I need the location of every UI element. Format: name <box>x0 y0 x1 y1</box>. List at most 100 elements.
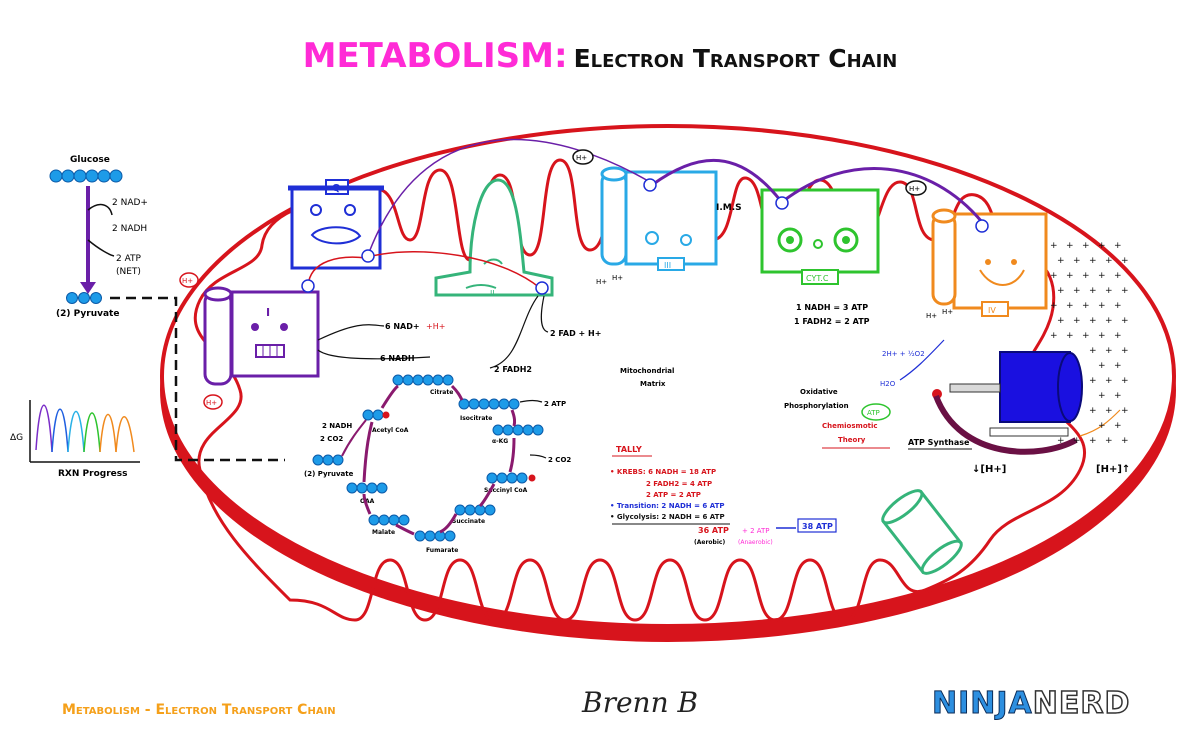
isocitrate-label: Isocitrate <box>460 415 492 422</box>
proton-plus: + <box>1057 286 1065 296</box>
chemiosmotic-line2: Theory <box>838 436 866 444</box>
proton-plus: + <box>1105 376 1113 386</box>
pyruvate-label: (2) Pyruvate <box>56 309 119 319</box>
proton-plus: + <box>1121 406 1129 416</box>
proton-plus: + <box>1057 436 1065 446</box>
tally-plus-atp: + 2 ATP <box>742 527 770 535</box>
proton-plus: + <box>1082 271 1090 281</box>
glyco-nadh: 2 NADH <box>112 224 147 234</box>
complex-i <box>203 286 320 386</box>
fumarate-molecule <box>414 530 456 542</box>
krebs-cycle-arrows <box>362 384 517 536</box>
glycolysis-arrowhead <box>80 282 96 294</box>
oaa-molecule <box>346 482 388 494</box>
two-fadh2-label: 2 FADH2 <box>494 365 532 374</box>
fadh-to-complex-ii-arrow <box>489 295 539 369</box>
cytc-label: CYT.C <box>806 274 829 283</box>
two-co2-label-b: 2 CO2 <box>548 456 571 464</box>
two-atp-label: 2 ATP <box>544 400 566 408</box>
proton-plus: + <box>1057 316 1065 326</box>
brand-nerd: NERD <box>1032 685 1131 722</box>
proton-plus: + <box>1105 316 1113 326</box>
complex-i-label: I <box>266 306 270 319</box>
succinyl-molecule <box>486 472 528 484</box>
h2o-label: H2O <box>880 380 896 388</box>
proton-plus: + <box>1089 286 1097 296</box>
proton-plus: + <box>1073 286 1081 296</box>
title-sub: Electron Transport Chain <box>573 44 898 73</box>
q-label: Q <box>332 183 341 194</box>
proton-plus: + <box>1089 316 1097 326</box>
proton-plus: + <box>1098 421 1106 431</box>
proton-plus: + <box>1114 271 1122 281</box>
proton-plus: + <box>1066 241 1074 251</box>
oxphos-atp: ATP <box>867 409 880 417</box>
h-plus-red-label: +H+ <box>426 322 445 331</box>
tally-anaerobic: (Anaerobic) <box>738 539 773 546</box>
proton-plus: + <box>1057 256 1065 266</box>
porin-channel <box>881 489 963 575</box>
malate-label: Malate <box>372 529 395 536</box>
acetyl-coa-molecule <box>362 409 384 421</box>
proton-plus: + <box>1050 301 1058 311</box>
atp-synthase-label: ATP Synthase <box>908 438 970 447</box>
proton-plus: + <box>1105 436 1113 446</box>
proton-plus: + <box>1121 436 1129 446</box>
ims-label: I.M.S <box>716 203 742 213</box>
proton-plus: + <box>1121 346 1129 356</box>
isocitrate-molecule <box>458 398 520 410</box>
proton-plus: + <box>1114 421 1122 431</box>
proton-plus: + <box>1066 301 1074 311</box>
oxphos-line1: Oxidative <box>800 388 838 396</box>
proton-plus: + <box>1121 316 1129 326</box>
glyco-nad-plus: 2 NAD+ <box>112 198 148 208</box>
proton-plus: + <box>1098 391 1106 401</box>
proton-plus: + <box>1089 376 1097 386</box>
oxphos-line2: Phosphorylation <box>784 402 849 410</box>
glucose-molecule <box>49 169 123 183</box>
tally-transition: • Transition: 2 NADH = 6 ATP <box>610 502 725 510</box>
two-nadh-label: 2 NADH <box>322 422 352 430</box>
proton-plus: + <box>1073 436 1081 446</box>
tally-krebs-fadh: 2 FADH2 = 4 ATP <box>646 480 712 488</box>
succinate-label: Succinate <box>452 518 485 525</box>
matrix-label-2: Matrix <box>640 380 666 388</box>
proton-plus: + <box>1073 256 1081 266</box>
matrix-label-1: Mitochondrial <box>620 367 674 375</box>
proton-plus: + <box>1050 271 1058 281</box>
chemiosmotic-line1: Chemiosmotic <box>822 422 878 430</box>
electron-flow-top <box>369 138 651 251</box>
proton-plus: + <box>1105 346 1113 356</box>
proton-plus: + <box>1089 256 1097 266</box>
pyruvate-matrix-molecule <box>312 454 344 466</box>
glucose-label: Glucose <box>70 155 110 165</box>
co2-out-arrow <box>529 454 547 459</box>
tally-aerobic: (Aerobic) <box>694 539 725 546</box>
title-main: METABOLISM: <box>302 36 568 76</box>
tally-aerobic-value: 36 ATP <box>698 526 729 535</box>
citrate-molecule <box>392 374 454 386</box>
atp-synthase <box>932 351 1083 455</box>
proton-plus: + <box>1114 361 1122 371</box>
succinyl-label: Succinyl CoA <box>484 487 528 494</box>
proton-iii-a: H+ <box>596 278 607 286</box>
succinate-molecule <box>454 504 496 516</box>
complex-iii <box>600 166 718 271</box>
low-h-label: ↓[H+] <box>972 464 1006 475</box>
brand-logo: NINJANERD <box>932 685 1131 722</box>
proton-cI-top: H+ <box>182 277 193 285</box>
complex-iv-label: IV <box>988 306 996 315</box>
proton-plus: + <box>1050 331 1058 341</box>
proton-plus: + <box>1066 331 1074 341</box>
electron-flow-cytc-iv <box>781 167 984 223</box>
electron-markers <box>301 178 989 295</box>
proton-plus: + <box>1105 406 1113 416</box>
complex-iii-label: III <box>664 261 671 270</box>
six-nad-label: 6 NAD+ <box>385 322 420 331</box>
two-co2-label-a: 2 CO2 <box>320 435 343 443</box>
oaa-label: OAA <box>360 498 375 505</box>
electron-flow-i-q <box>307 256 367 287</box>
citrate-label: Citrate <box>430 389 453 396</box>
inner-membrane <box>193 158 1087 622</box>
